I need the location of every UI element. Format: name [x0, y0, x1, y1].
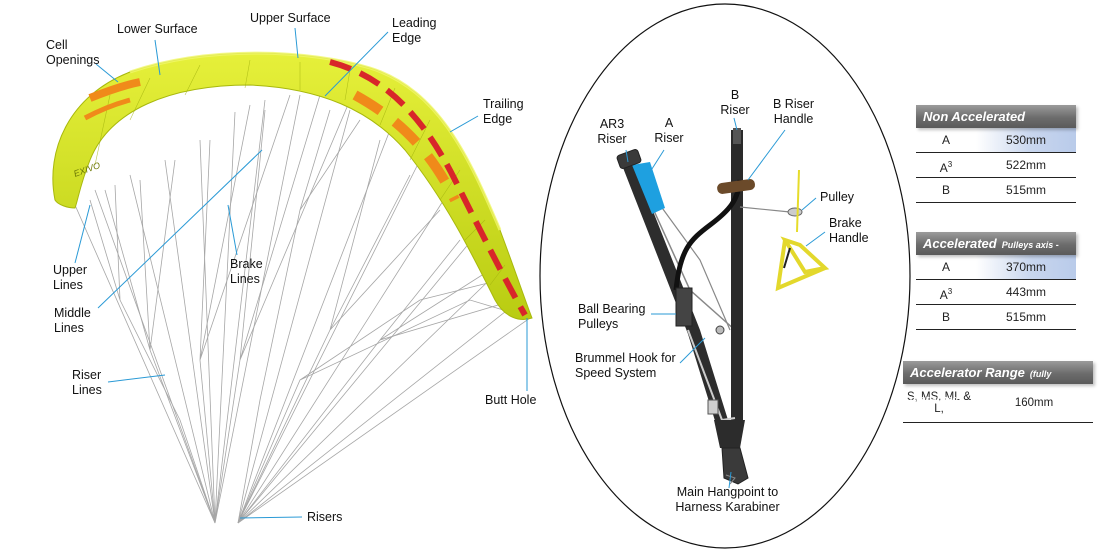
label-ar3-riser: AR3 Riser [597, 117, 627, 146]
wing-canopy: EXIVO [52, 51, 533, 320]
label-pulley: Pulley [820, 190, 855, 204]
table-row: B 515mm [916, 305, 1076, 330]
table-row: B 515mm [916, 178, 1076, 203]
table-row: A 370mm [916, 255, 1076, 280]
label-butt-hole: Butt Hole [485, 393, 537, 407]
label-ball-bearing-pulleys: Ball Bearing Pulleys [578, 302, 646, 331]
label-a-riser: A Riser [654, 116, 684, 145]
label-b-riser-handle: B Riser Handle [773, 97, 814, 126]
label-upper-lines: Upper Lines [53, 263, 88, 292]
table-title: Accelerator Range(fully overlapped) [903, 361, 1093, 404]
label-lower-surface: Lower Surface [117, 22, 198, 36]
riser-pointer-lines [625, 117, 826, 489]
table-title: Non Accelerated [916, 105, 1076, 128]
label-brake-handle: Brake Handle [829, 216, 869, 245]
riser-detail-frame [539, 3, 911, 549]
table-accelerator-range: Accelerator Range(fully overlapped) S, M… [903, 361, 1093, 423]
table-row: S, MS, ML & L, 160mm [903, 384, 1093, 423]
label-leading-edge: Leading Edge [392, 16, 437, 45]
label-brake-lines: Brake Lines [230, 257, 263, 286]
label-brummel-hook: Brummel Hook for Speed System [575, 351, 676, 380]
table-row: A 530mm [916, 128, 1076, 153]
label-trailing-edge: Trailing Edge [483, 97, 524, 126]
label-risers: Risers [307, 510, 343, 524]
label-riser-lines: Riser Lines [72, 368, 102, 397]
table-row: A3 443mm [916, 280, 1076, 305]
riser-drawing [616, 128, 830, 485]
table-row: A3 522mm [916, 153, 1076, 178]
label-middle-lines: Middle Lines [54, 306, 91, 335]
suspension-lines [74, 94, 531, 524]
label-cell-openings: Cell Openings [46, 38, 100, 67]
label-b-riser: B Riser [720, 88, 750, 117]
label-main-hangpoint: Main Hangpoint to Harness Karabiner [675, 485, 780, 514]
label-upper-surface: Upper Surface [250, 11, 331, 25]
pointer-lines [74, 27, 528, 519]
table-non-accelerated: Non Accelerated A 530mm A3 522mm B 515mm [916, 105, 1076, 203]
